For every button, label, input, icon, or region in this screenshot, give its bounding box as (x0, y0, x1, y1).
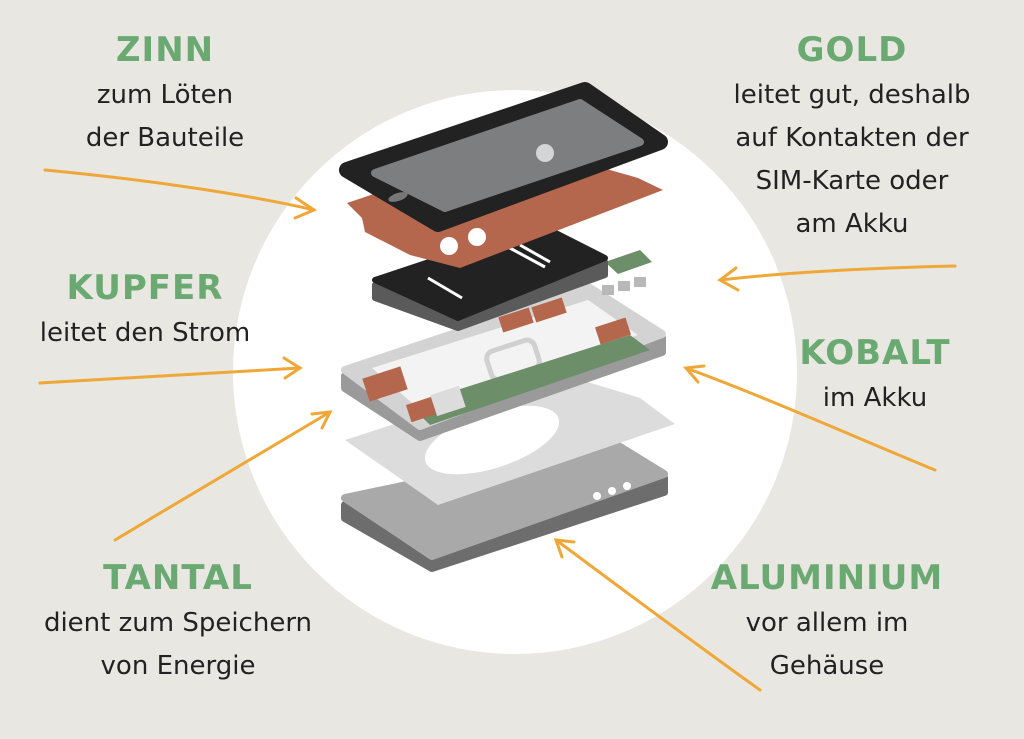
mainboard-frame-layer (341, 284, 666, 441)
heading-gold: GOLD (796, 30, 908, 70)
heading-kobalt: KOBALT (799, 333, 951, 373)
text-line: im Akku (822, 383, 928, 413)
arrow-zinn (43, 168, 318, 220)
arrow-aluminium (553, 538, 762, 692)
text-line: auf Kontakten der (735, 123, 969, 153)
arrows (38, 168, 957, 692)
battery-plate-layer (345, 372, 675, 505)
label-kupfer: KUPFER leitet den Strom (15, 268, 275, 355)
heading-zinn: ZINN (115, 30, 215, 70)
text-line: SIM-Karte oder (755, 166, 949, 196)
label-gold: GOLD leitet gut, deshalb auf Kontakten d… (702, 30, 1002, 246)
label-aluminium: ALUMINIUM vor allem im Gehäuse (697, 558, 957, 688)
components (602, 250, 652, 295)
text-line: von Energie (100, 651, 256, 681)
text-line: vor allem im (745, 608, 909, 638)
arrow-tantal (113, 410, 333, 542)
arrow-kupfer (38, 356, 303, 385)
text-line: der Bauteile (85, 123, 245, 153)
label-tantal: TANTAL dient zum Speichern von Energie (18, 558, 338, 688)
label-kobalt: KOBALT im Akku (775, 333, 975, 420)
heading-kupfer: KUPFER (66, 268, 224, 308)
phone-case-layer (341, 438, 668, 572)
arrow-kobalt (683, 364, 937, 472)
text-line: am Akku (795, 209, 909, 239)
text-line: leitet gut, deshalb (733, 80, 971, 110)
text-line: dient zum Speichern (43, 608, 313, 638)
text-line: leitet den Strom (39, 318, 251, 348)
label-zinn: ZINN zum Löten der Bauteile (45, 30, 285, 160)
screen-layer (339, 82, 668, 232)
text-line: zum Löten (96, 80, 234, 110)
heading-aluminium: ALUMINIUM (710, 558, 944, 598)
arrow-gold (717, 264, 957, 292)
heading-tantal: TANTAL (103, 558, 253, 598)
text-line: Gehäuse (769, 651, 885, 681)
